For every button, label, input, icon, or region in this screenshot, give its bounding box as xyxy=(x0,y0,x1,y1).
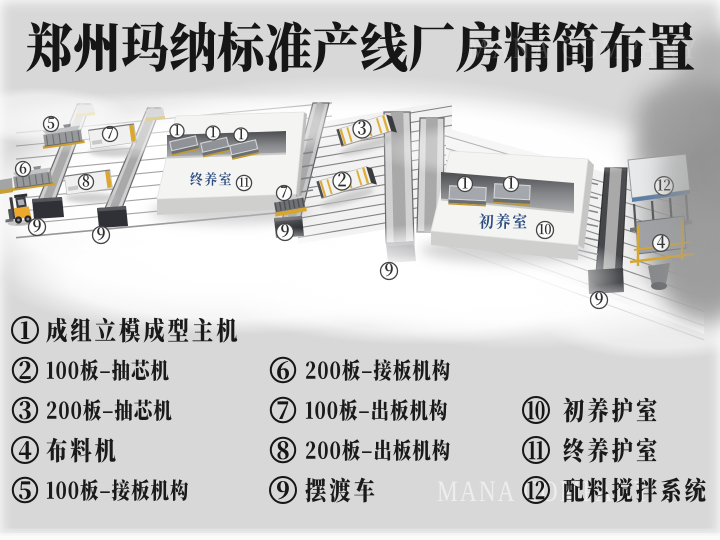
svg-text:MANA COMPANY: MANA COMPANY xyxy=(468,31,701,64)
